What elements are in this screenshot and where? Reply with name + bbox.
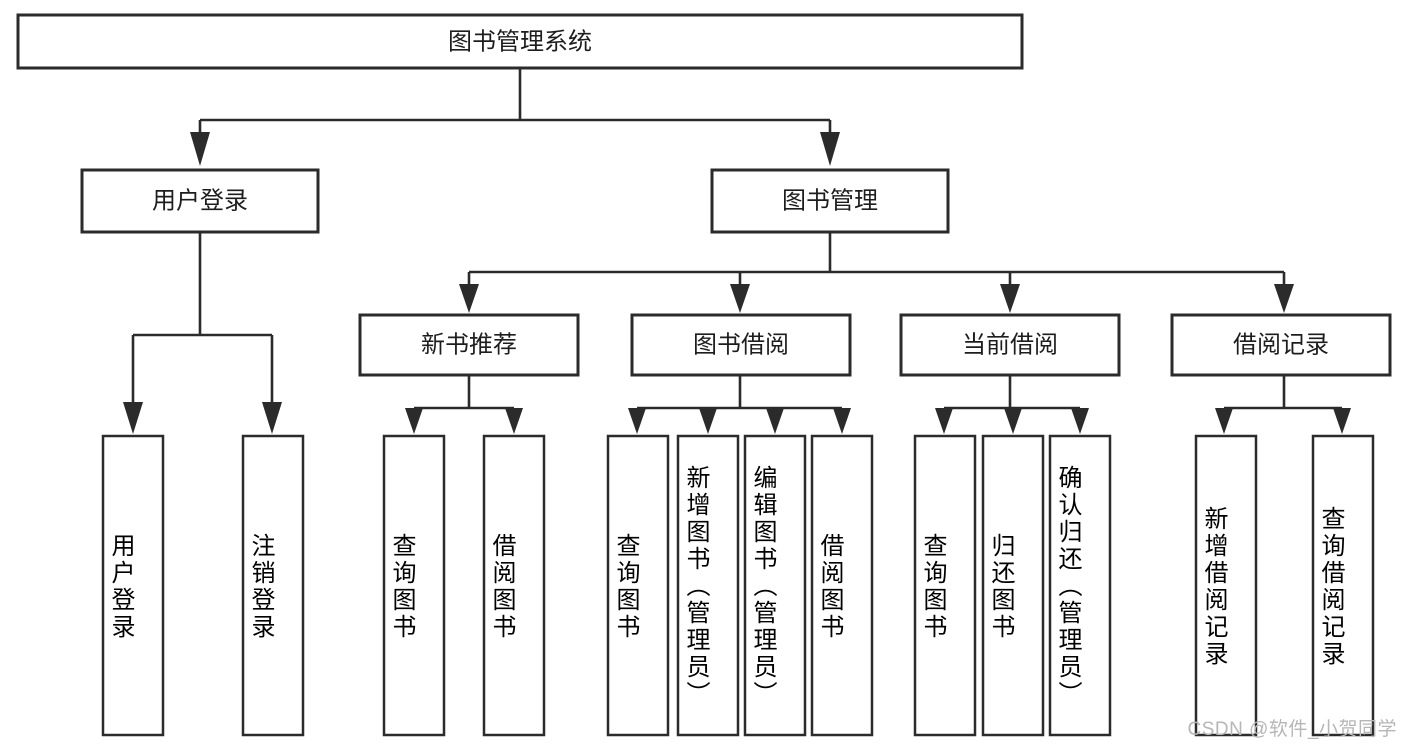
connector-bookmanage-to-level3 — [459, 232, 1294, 313]
connector-userlogin-to-leaves — [123, 232, 282, 434]
node-leaf-query-book-3[interactable]: 查询图书 — [913, 434, 977, 737]
arrow-head-icon — [262, 402, 282, 434]
node-root-box[interactable] — [16, 13, 1024, 70]
node-leaf-add-record[interactable]: 新增借阅记录 — [1194, 434, 1258, 737]
node-leaf-confirm-return[interactable]: 确认归还（管理员） — [1048, 434, 1112, 737]
arrow-head-icon — [1333, 408, 1351, 434]
node-leaf-query-book-2[interactable]: 查询图书 — [606, 434, 670, 737]
node-book-manage-label: 图书管理 — [782, 187, 878, 214]
node-current-borrow-label: 当前借阅 — [962, 331, 1058, 358]
node-leaf-user-login-box[interactable] — [101, 434, 165, 737]
node-current-borrow[interactable]: 当前借阅 — [899, 313, 1121, 377]
node-user-login-box[interactable] — [80, 168, 320, 234]
arrow-head-icon — [1215, 408, 1233, 434]
node-new-book-rec[interactable]: 新书推荐 — [358, 313, 580, 377]
node-book-borrow-label: 图书借阅 — [693, 331, 789, 358]
node-leaf-query-book-1-label: 查询图书 — [388, 532, 415, 641]
node-leaf-borrow-book-1-label: 借阅图书 — [488, 532, 515, 641]
node-leaf-query-book-2-label: 查询图书 — [612, 532, 639, 641]
node-leaf-return-book-box[interactable] — [981, 434, 1045, 737]
node-leaf-query-book-2-box[interactable] — [606, 434, 670, 737]
node-leaf-user-login[interactable]: 用户登录 — [101, 434, 165, 737]
node-leaf-return-book-label: 归还图书 — [987, 532, 1014, 641]
node-leaf-add-book-label: 新增图书（管理员） — [682, 465, 709, 708]
csdn-watermark: CSDN @软件_小贺同学 — [1187, 719, 1397, 740]
node-leaf-borrow-book-1-box[interactable] — [482, 434, 546, 737]
node-leaf-add-book[interactable]: 新增图书（管理员） — [676, 434, 740, 737]
node-leaf-add-book-box[interactable] — [676, 434, 740, 737]
node-leaf-query-record-box[interactable] — [1311, 434, 1375, 737]
node-leaf-query-book-1[interactable]: 查询图书 — [382, 434, 446, 737]
node-leaf-confirm-return-label: 确认归还（管理员） — [1054, 465, 1081, 708]
node-leaf-logout-login-box[interactable] — [241, 434, 305, 737]
node-leaf-edit-book[interactable]: 编辑图书（管理员） — [743, 434, 807, 737]
arrow-head-icon — [405, 408, 423, 434]
arrow-head-icon — [505, 408, 523, 434]
node-leaf-borrow-book-2[interactable]: 借阅图书 — [810, 434, 874, 737]
node-leaf-return-book[interactable]: 归还图书 — [981, 434, 1045, 737]
node-leaf-user-login-label: 用户登录 — [107, 532, 134, 641]
node-user-login[interactable]: 用户登录 — [80, 168, 320, 234]
node-user-login-label: 用户登录 — [152, 187, 248, 214]
arrow-head-icon — [730, 284, 750, 313]
arrow-head-icon — [628, 408, 646, 434]
node-leaf-query-book-1-box[interactable] — [382, 434, 446, 737]
node-leaf-query-book-3-label: 查询图书 — [919, 532, 946, 641]
node-borrow-record-label: 借阅记录 — [1233, 331, 1329, 358]
node-leaf-query-book-3-box[interactable] — [913, 434, 977, 737]
node-leaf-logout-login[interactable]: 注销登录 — [241, 434, 305, 737]
arrow-head-icon — [699, 408, 717, 434]
node-leaf-borrow-book-2-label: 借阅图书 — [816, 532, 843, 641]
node-book-borrow-box[interactable] — [630, 313, 852, 377]
node-new-book-rec-box[interactable] — [358, 313, 580, 377]
node-book-borrow[interactable]: 图书借阅 — [630, 313, 852, 377]
node-book-manage-box[interactable] — [710, 168, 950, 234]
node-leaf-borrow-book-1[interactable]: 借阅图书 — [482, 434, 546, 737]
node-book-manage[interactable]: 图书管理 — [710, 168, 950, 234]
node-leaf-confirm-return-box[interactable] — [1048, 434, 1112, 737]
node-leaf-logout-login-label: 注销登录 — [247, 532, 274, 641]
node-new-book-rec-label: 新书推荐 — [421, 331, 517, 358]
node-root-label: 图书管理系统 — [448, 28, 592, 55]
arrow-head-icon — [833, 408, 851, 434]
node-leaf-query-record-label: 查询借阅记录 — [1317, 505, 1344, 668]
connector-newbook-to-leaves — [405, 375, 523, 434]
arrow-head-icon — [1274, 284, 1294, 313]
connector-bookborrow-to-leaves — [628, 375, 851, 434]
node-leaf-borrow-book-2-box[interactable] — [810, 434, 874, 737]
node-borrow-record-box[interactable] — [1170, 313, 1392, 377]
arrow-head-icon — [1000, 284, 1020, 313]
node-leaf-edit-book-label: 编辑图书（管理员） — [749, 465, 776, 708]
arrow-head-icon — [1071, 408, 1089, 434]
arrow-head-icon — [190, 132, 210, 166]
node-leaf-edit-book-box[interactable] — [743, 434, 807, 737]
node-leaf-query-record[interactable]: 查询借阅记录 — [1311, 434, 1375, 737]
node-root[interactable]: 图书管理系统 — [16, 13, 1024, 70]
arrow-head-icon — [766, 408, 784, 434]
connector-root-to-level2 — [190, 68, 840, 166]
node-current-borrow-box[interactable] — [899, 313, 1121, 377]
arrow-head-icon — [123, 402, 143, 434]
arrow-head-icon — [459, 284, 479, 313]
node-borrow-record[interactable]: 借阅记录 — [1170, 313, 1392, 377]
arrow-head-icon — [1004, 408, 1022, 434]
node-leaf-add-record-label: 新增借阅记录 — [1200, 505, 1227, 668]
connector-currentborrow-to-leaves — [935, 375, 1089, 434]
arrow-head-icon — [820, 132, 840, 166]
connector-borrowrecord-to-leaves — [1215, 375, 1351, 434]
node-leaf-add-record-box[interactable] — [1194, 434, 1258, 737]
arrow-head-icon — [935, 408, 953, 434]
